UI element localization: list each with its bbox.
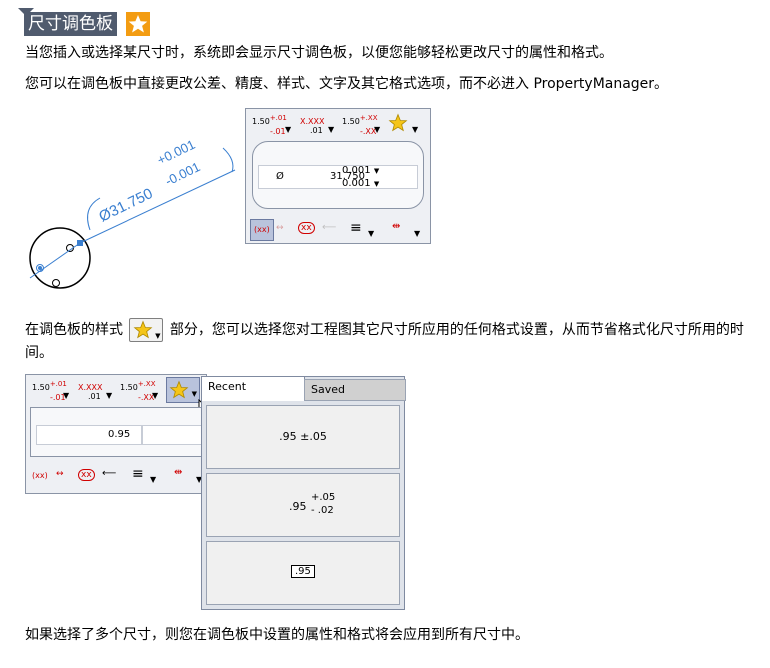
- dimension-drawing: Ø31.750 -0.001 +0.001: [29, 137, 236, 289]
- tolerance-type-button[interactable]: 1.50+.01 -.01: [32, 380, 67, 402]
- paragraph-2: 您可以在调色板中直接更改公差、精度、样式、文字及其它格式选项，而不必进入 Pro…: [25, 76, 669, 92]
- arrow-inside-button[interactable]: ↔: [276, 223, 284, 233]
- part-circle: [29, 227, 91, 289]
- recent-style-item-1[interactable]: .95 ±.05: [206, 405, 400, 469]
- hole-2: [52, 279, 60, 287]
- leader-button[interactable]: ⟵: [102, 468, 117, 479]
- leader-line: [29, 242, 81, 279]
- tolerance-field[interactable]: [142, 425, 202, 445]
- star-icon: [126, 12, 150, 36]
- text-align-button[interactable]: ≡: [132, 466, 144, 482]
- text-align-button[interactable]: ≡: [350, 220, 362, 236]
- leader-button[interactable]: ⟵: [322, 222, 337, 233]
- chevron-down-icon[interactable]: ▼: [374, 125, 381, 134]
- recent-style-item-2[interactable]: .95 +.05 - .02: [206, 473, 400, 537]
- recent-style-item-3[interactable]: .95: [206, 541, 400, 605]
- inspection-button[interactable]: xx: [78, 469, 95, 481]
- tolerance-type-button[interactable]: 1.50+.01 -.01: [252, 114, 287, 136]
- paragraph-1: 当您插入或选择某尺寸时，系统即会显示尺寸调色板，以便您能够轻松更改尺寸的属性和格…: [25, 45, 613, 61]
- dimension-text[interactable]: Ø31.750: [96, 185, 155, 226]
- chevron-down-icon[interactable]: ▼: [63, 391, 70, 400]
- dimension-value[interactable]: 0.95: [108, 429, 131, 440]
- paren-right: [222, 147, 234, 173]
- lower-tolerance-value[interactable]: 0.001 ▼: [342, 178, 380, 189]
- paren-left: [87, 197, 101, 231]
- diameter-symbol[interactable]: Ø: [276, 171, 284, 182]
- chevron-down-icon: ▼: [155, 332, 161, 340]
- chevron-down-icon[interactable]: ▼: [150, 475, 157, 484]
- parentheses-button[interactable]: (xx): [32, 471, 48, 480]
- page-title: 尺寸调色板: [24, 12, 117, 36]
- precision-button[interactable]: X.XXX .01: [78, 383, 103, 401]
- leader-handle[interactable]: [77, 240, 83, 246]
- dimension-palette: 1.50+.01 -.01 ▼ X.XXX .01 ▼ 1.50+.XX -.X…: [245, 108, 431, 244]
- leader-point: [38, 266, 42, 270]
- dimension-value-field[interactable]: [36, 425, 142, 445]
- chevron-down-icon[interactable]: ▼: [152, 391, 159, 400]
- precision-button[interactable]: X.XXX .01: [300, 117, 325, 135]
- style-dropdown-panel: Recent Saved .95 ±.05 .95 +.05 - .02 .95: [201, 376, 406, 610]
- dimension-line: [79, 169, 236, 244]
- chevron-down-icon: ▼: [191, 390, 197, 398]
- style-star-icon[interactable]: [388, 113, 408, 137]
- parentheses-button[interactable]: (xx): [250, 219, 274, 241]
- inspection-button[interactable]: xx: [298, 222, 315, 234]
- tab-saved[interactable]: Saved: [304, 379, 406, 401]
- chevron-down-icon[interactable]: ▼: [106, 391, 113, 400]
- chevron-down-icon[interactable]: ▼: [412, 125, 419, 134]
- arrow-inside-button[interactable]: ↔: [56, 469, 64, 479]
- arrow-style-button[interactable]: ⇹: [174, 467, 183, 478]
- dimension-value[interactable]: 31.750: [330, 171, 365, 182]
- paragraph-4: 如果选择了多个尺寸，则您在调色板中设置的属性和格式将会应用到所有尺寸中。: [25, 627, 529, 643]
- chevron-down-icon[interactable]: ▼: [328, 125, 335, 134]
- style-star-button[interactable]: ▼: [129, 318, 164, 342]
- tab-recent[interactable]: Recent: [202, 377, 305, 401]
- chevron-down-icon[interactable]: ▼: [285, 125, 292, 134]
- upper-tolerance-value[interactable]: 0.001 ▼: [342, 165, 380, 176]
- arrow-style-button[interactable]: ⇹: [392, 221, 401, 232]
- chevron-down-icon[interactable]: ▼: [368, 229, 375, 238]
- tolerance-precision-button[interactable]: 1.50+.XX -.XX: [342, 114, 378, 136]
- dimension-palette-2: 1.50+.01 -.01 ▼ X.XXX .01 ▼ 1.50+.XX -.X…: [25, 374, 211, 494]
- chevron-down-icon[interactable]: ▼: [414, 229, 421, 238]
- dimension-value-field[interactable]: [258, 165, 418, 189]
- tolerance-precision-button[interactable]: 1.50+.XX -.XX: [120, 380, 156, 402]
- paragraph-3: 在调色板的样式 ▼ 部分，您可以选择您对工程图其它尺寸所应用的任何格式设置，从而…: [25, 318, 745, 364]
- style-star-button-active[interactable]: ▼: [166, 377, 200, 403]
- chevron-down-icon[interactable]: ▼: [196, 475, 203, 484]
